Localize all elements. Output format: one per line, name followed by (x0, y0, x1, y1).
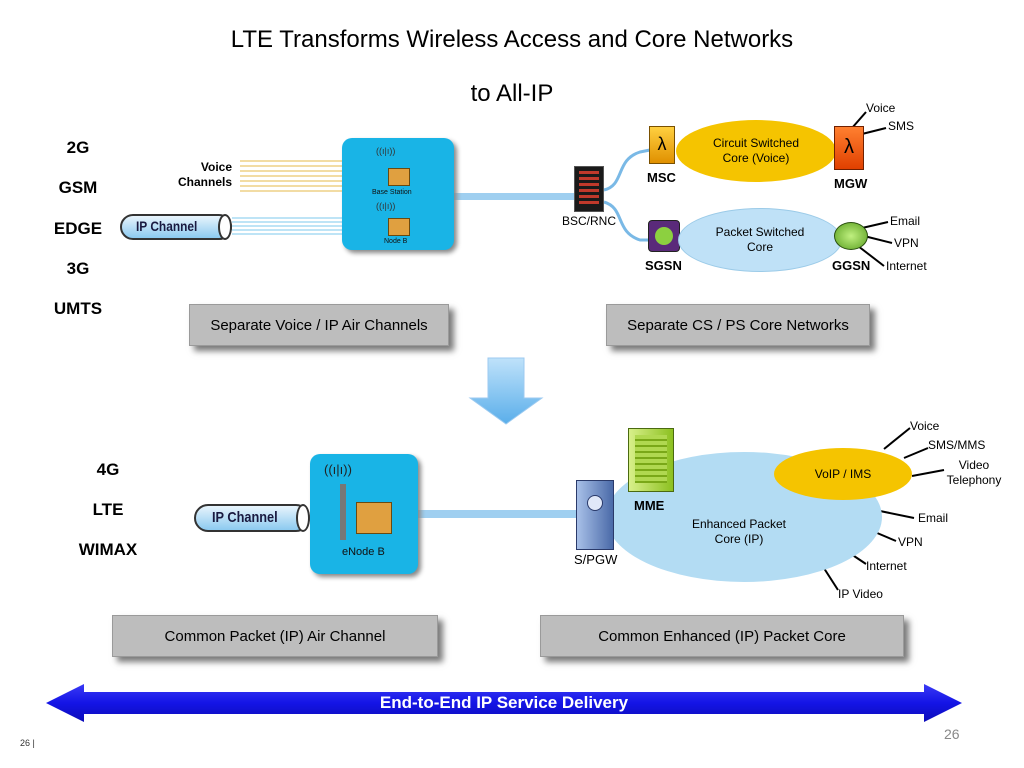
end-to-end-banner (46, 684, 962, 722)
ggsn-label: GGSN (832, 258, 871, 273)
ps-output-email: Email (890, 214, 921, 228)
common-air-channel-box: Common Packet (IP) Air Channel (112, 615, 438, 657)
bottom-air-link (418, 510, 578, 518)
mme-server-icon (628, 428, 674, 492)
bottom-ip-channel-pipe: IP Channel (194, 504, 310, 532)
antenna-icon: ((ı|ı)) (376, 201, 396, 211)
bsc-rnc-rack-icon (574, 166, 604, 212)
base-station-box: ((ı|ı)) Base Station ((ı|ı)) Node B (342, 138, 454, 250)
ggsn-router-icon (834, 222, 868, 250)
top-ip-channel-pipe: IP Channel (120, 214, 232, 240)
generation-label: EDGE (53, 219, 103, 238)
epc-output-voice: Voice (910, 419, 940, 433)
slide-title: LTE Transforms Wireless Access and Core … (230, 26, 794, 53)
epc-output-internet: Internet (866, 559, 907, 573)
voice-channels-label: Voice Channels (177, 160, 232, 189)
mgw-label: MGW (834, 176, 868, 191)
spgw-label: S/PGW (574, 552, 618, 567)
ps-output-internet: Internet (886, 259, 927, 273)
footer-page-number: 26 | (20, 738, 35, 748)
mgw-gateway-icon: λ (834, 126, 864, 170)
enode-b-icon (356, 502, 392, 534)
bsc-rnc-label: BSC/RNC (562, 214, 617, 228)
separate-core-networks-box: Separate CS / PS Core Networks (606, 304, 870, 346)
generation-label: UMTS (53, 299, 103, 318)
epc-output-sms-mms: SMS/MMS (928, 438, 986, 452)
enode-b-label: eNode B (342, 546, 385, 558)
sgsn-router-icon (648, 220, 680, 252)
slide-number: 26 (944, 726, 960, 742)
cs-output-voice: Voice (866, 101, 896, 115)
msc-label: MSC (647, 170, 676, 185)
epc-output-video-telephony: Video Telephony (946, 458, 1002, 487)
generation-label: WIMAX (78, 540, 138, 559)
slide-subtitle: to All-IP (470, 80, 554, 107)
antenna-icon: ((ı|ı)) (324, 462, 352, 477)
voip-ims-core: VoIP / IMS (774, 448, 912, 500)
base-station-icon (388, 168, 410, 186)
antenna-icon: ((ı|ı)) (376, 146, 396, 156)
voice-channel-lines (240, 160, 345, 192)
common-packet-core-box: Common Enhanced (IP) Packet Core (540, 615, 904, 657)
circuit-switched-core: Circuit Switched Core (Voice) (676, 120, 836, 182)
enode-b-box: ((ı|ı)) eNode B (310, 454, 418, 574)
separate-air-channels-box: Separate Voice / IP Air Channels (189, 304, 449, 346)
generation-label: LTE (92, 500, 124, 519)
transition-down-arrow (468, 357, 544, 425)
sgsn-label: SGSN (645, 258, 682, 273)
ip-channel-lines (232, 217, 345, 235)
cs-output-sms: SMS (888, 119, 915, 133)
ip-channel-label: IP Channel (136, 218, 198, 234)
top-backhaul-link (452, 193, 574, 200)
epc-output-ip-video: IP Video (838, 587, 883, 601)
msc-switch-icon: λ (649, 126, 675, 164)
base-station-label: Base Station (372, 189, 412, 196)
generation-label: GSM (58, 178, 98, 197)
packet-switched-core: Packet Switched Core (678, 208, 842, 272)
generation-label: 3G (66, 259, 90, 278)
bsc-to-msc-link (603, 148, 651, 192)
ps-output-vpn: VPN (894, 236, 919, 250)
mme-label: MME (634, 498, 665, 513)
epc-output-email: Email (918, 511, 949, 525)
end-to-end-banner-label: End-to-End IP Service Delivery (379, 693, 629, 712)
spgw-server-icon (576, 480, 614, 550)
bsc-to-sgsn-link (603, 200, 650, 242)
ip-channel-label: IP Channel (212, 509, 278, 526)
epc-output-vpn: VPN (898, 535, 923, 549)
generation-label: 2G (66, 138, 90, 157)
generation-label: 4G (96, 460, 120, 479)
node-b-icon (388, 218, 410, 236)
antenna-mast-icon (340, 484, 346, 540)
node-b-label: Node B (384, 238, 408, 245)
